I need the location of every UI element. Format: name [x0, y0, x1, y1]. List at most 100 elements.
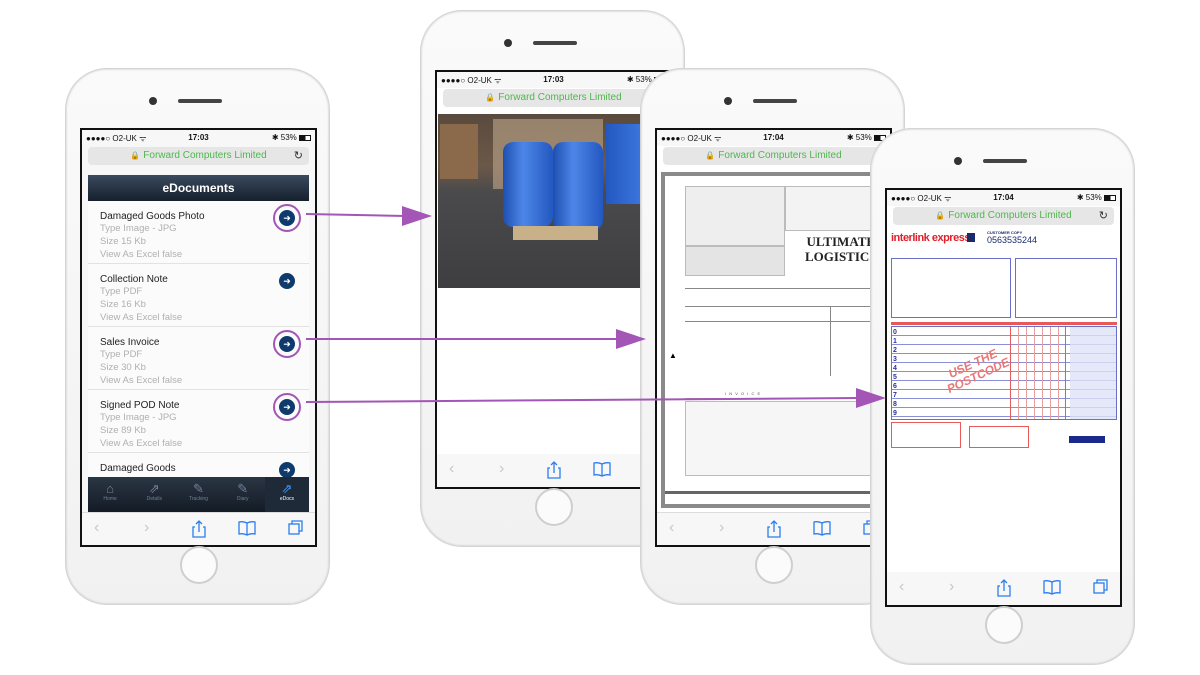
edit-icon: ✎	[193, 481, 204, 496]
doc-type: Type PDF	[100, 349, 143, 360]
forward-icon[interactable]: ›	[949, 578, 955, 595]
address-bar[interactable]: 🔒Forward Computers Limited↻	[893, 207, 1114, 225]
camera	[724, 97, 732, 105]
tab-home[interactable]: ⌂Home	[88, 477, 132, 513]
doc-excel: View As Excel false	[100, 249, 183, 260]
app-tab-bar: ⌂Home ⇗Details ✎Tracking ✎Diary ⇗eDocs	[88, 477, 310, 513]
highlight-circle	[273, 204, 301, 232]
address-bar[interactable]: 🔒Forward Computers Limited↻	[88, 147, 309, 165]
lock-icon: 🔒	[130, 151, 141, 160]
total-box	[1069, 436, 1105, 443]
share-icon: ⇗	[148, 481, 160, 496]
address-bar[interactable]: 🔒Forward Computers Limited	[663, 147, 884, 165]
doc-type: Type Image - JPG	[100, 223, 177, 234]
site-name: Forward Computers Limited	[718, 150, 842, 161]
arrow-photo	[305, 213, 406, 217]
doc-size: Size 89 Kb	[100, 425, 146, 436]
clock: 17:03	[543, 75, 564, 84]
battery-level: 53%	[1085, 193, 1102, 202]
invoice-label: I N V O I C E	[725, 391, 762, 396]
share-icon[interactable]	[767, 520, 781, 538]
row-number: 3	[893, 356, 897, 363]
arrowhead	[616, 329, 646, 349]
tab-details[interactable]: ⇗Details	[132, 477, 176, 513]
edit-icon: ✎	[237, 481, 249, 496]
forward-icon[interactable]: ›	[719, 519, 725, 536]
clock: 17:04	[763, 133, 784, 142]
consignment-number: 0563535244	[987, 235, 1038, 245]
row-number: 7	[893, 392, 897, 399]
arrow-pod	[305, 397, 859, 403]
bookmarks-icon[interactable]	[238, 520, 256, 536]
tabs-icon[interactable]	[288, 520, 304, 536]
arrowhead	[856, 388, 886, 408]
back-icon[interactable]: ‹	[899, 578, 905, 595]
safari-toolbar: ‹›	[657, 512, 890, 545]
carrier: O2-UK	[467, 76, 492, 85]
share-icon[interactable]	[192, 520, 206, 538]
doc-title: Damaged Goods Photo	[100, 211, 205, 222]
battery-level: 53%	[635, 75, 652, 84]
site-name: Forward Computers Limited	[948, 210, 1072, 221]
tabs-icon[interactable]	[1093, 579, 1109, 595]
tab-label: eDocs	[279, 496, 294, 502]
triangle-marker: ▲	[669, 351, 677, 360]
doc-title: Signed POD Note	[100, 400, 180, 411]
site-name: Forward Computers Limited	[498, 92, 622, 103]
reload-icon[interactable]: ↻	[293, 150, 303, 162]
lock-icon: 🔒	[485, 93, 496, 102]
logo-line: ULTIMATE	[806, 234, 876, 249]
arrowhead	[402, 206, 432, 226]
bookmarks-icon[interactable]	[813, 520, 831, 536]
back-icon[interactable]: ‹	[669, 519, 675, 536]
reload-icon[interactable]: ↻	[1098, 210, 1108, 222]
row-number: 2	[893, 347, 897, 354]
battery-level: 53%	[855, 133, 872, 142]
safari-toolbar: ‹›	[887, 572, 1120, 605]
clock: 17:03	[188, 133, 209, 142]
tab-tracking[interactable]: ✎Tracking	[176, 477, 220, 513]
bookmarks-icon[interactable]	[593, 461, 611, 477]
share-icon[interactable]	[547, 461, 561, 479]
arrow-right-icon[interactable]: ➜	[279, 462, 295, 478]
back-icon[interactable]: ‹	[94, 519, 100, 536]
row-number: 4	[893, 365, 897, 372]
share-icon[interactable]	[997, 579, 1011, 597]
doc-title: Sales Invoice	[100, 337, 160, 348]
forward-icon[interactable]: ›	[499, 460, 505, 477]
back-icon[interactable]: ‹	[449, 460, 455, 477]
share-icon: ⇗	[281, 481, 293, 496]
clock: 17:04	[993, 193, 1014, 202]
forward-icon[interactable]: ›	[144, 519, 150, 536]
doc-title: Collection Note	[100, 274, 168, 285]
bookmarks-icon[interactable]	[1043, 579, 1061, 595]
tab-edocs[interactable]: ⇗eDocs	[264, 477, 310, 513]
tab-diary[interactable]: ✎Diary	[221, 477, 265, 513]
arrow-right-icon[interactable]: ➜	[279, 273, 295, 289]
address-block	[685, 246, 785, 276]
lock-icon: 🔒	[705, 151, 716, 160]
row-number: 1	[893, 338, 897, 345]
doc-size: Size 16 Kb	[100, 299, 146, 310]
speaker	[983, 159, 1027, 163]
battery-icon	[1104, 194, 1116, 201]
home-button	[985, 606, 1023, 644]
address-bar[interactable]: 🔒Forward Computers Limited	[443, 89, 664, 107]
tab-label: Details	[146, 496, 162, 502]
customer-box	[891, 258, 1011, 318]
account-box	[1015, 258, 1117, 318]
brand-logo: interlink express	[891, 232, 970, 244]
battery-level: 53%	[280, 133, 297, 142]
